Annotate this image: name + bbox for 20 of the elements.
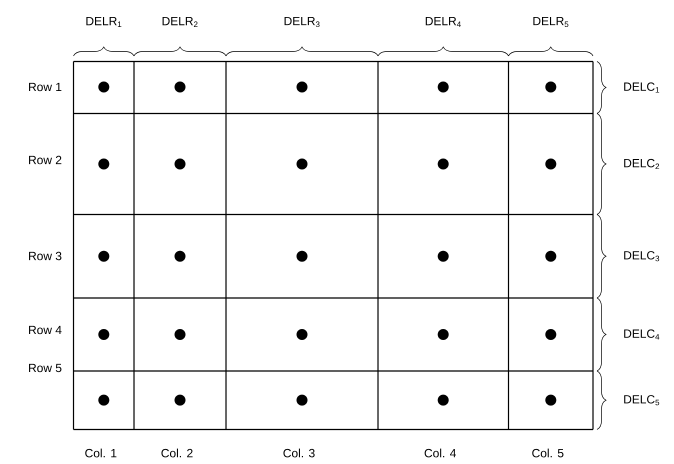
column-width-label: DELR$_{5}$ [533, 16, 568, 28]
row-height-label: DELC$_{2}$ [624, 158, 660, 170]
column-label: Col. 1 [85, 448, 116, 458]
row-label: Row 4 [29, 326, 62, 334]
column-width-label: DELR$_{4}$ [426, 16, 461, 27]
column-label: Col. 3 [283, 448, 315, 458]
column-label: Col. 4 [424, 448, 456, 458]
row-height-label: DELC$_{4}$ [624, 329, 660, 340]
column-label: Col. 5 [532, 448, 564, 458]
row-label: Row 1 [29, 82, 62, 92]
row-label: Row 5 [29, 364, 62, 372]
row-label: Row 2 [29, 156, 62, 164]
column-width-label: DELR$_{3}$ [284, 16, 320, 28]
row-height-label: DELC$_{1}$ [624, 82, 660, 93]
row-height-label: DELC$_{3}$ [624, 251, 660, 262]
row-label: Row 3 [29, 252, 62, 260]
column-label: Col. 2 [161, 448, 193, 458]
column-width-label: DELR$_{2}$ [162, 16, 198, 27]
column-width-label: DELR$_{1}$ [86, 16, 122, 27]
row-height-label: DELC$_{5}$ [624, 395, 660, 406]
